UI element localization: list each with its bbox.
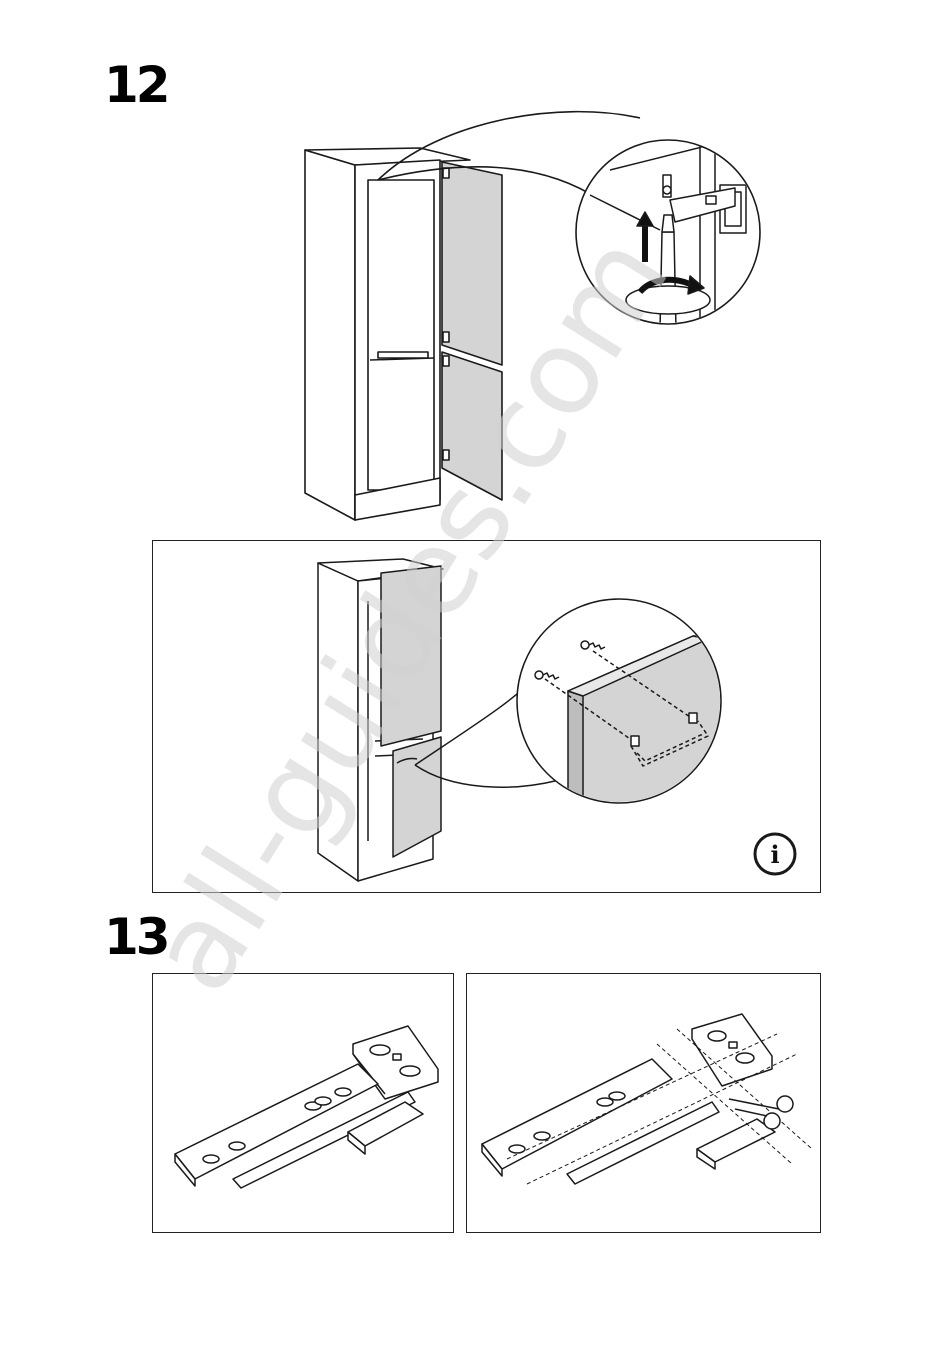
door-panel-upper bbox=[381, 566, 441, 746]
info-icon-glyph: i bbox=[755, 835, 795, 875]
handle-installation-illustration bbox=[153, 541, 821, 893]
cut-rail-illustration bbox=[467, 974, 821, 1233]
step13-rails-panel bbox=[152, 973, 454, 1233]
mounting-rails-illustration bbox=[153, 974, 454, 1233]
step-number-13: 13 bbox=[104, 912, 168, 962]
door-panel-lower bbox=[442, 352, 502, 500]
step13-cut-panel bbox=[466, 973, 821, 1233]
step12-cabinet-illustration bbox=[0, 0, 950, 540]
door-panel-upper bbox=[442, 162, 502, 365]
step12-handle-panel: i bbox=[152, 540, 821, 893]
door-panel-lower bbox=[393, 737, 441, 857]
